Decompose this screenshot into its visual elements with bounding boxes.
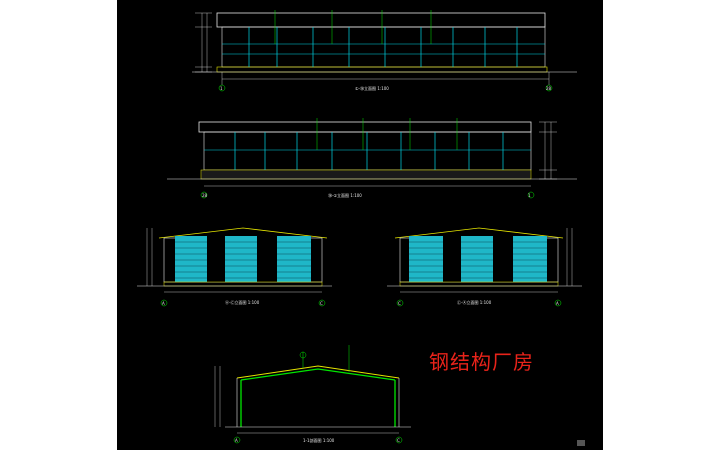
roller-shutter bbox=[277, 236, 311, 282]
cursor-glyph bbox=[577, 440, 585, 446]
detail-marker bbox=[299, 351, 307, 359]
axis-label: 1 bbox=[220, 86, 223, 91]
shutter-slats bbox=[409, 241, 547, 279]
cad-drawing bbox=[137, 10, 585, 446]
roof-fascia bbox=[198, 121, 532, 133]
plinth bbox=[163, 281, 323, 287]
rafter bbox=[240, 368, 396, 381]
view-title-section: 1-1剖面图 1:100 bbox=[303, 438, 335, 443]
axis-label: C bbox=[320, 301, 323, 306]
gable-roof bbox=[158, 227, 328, 239]
axis-marker-left bbox=[396, 299, 404, 307]
wall-outline bbox=[203, 131, 532, 171]
drawing-title: 钢结构厂房 bbox=[429, 350, 534, 374]
columns bbox=[248, 27, 518, 67]
roller-shutter bbox=[461, 236, 493, 282]
left-dimension bbox=[195, 12, 212, 73]
axis-label: 28 bbox=[546, 86, 552, 91]
leaders bbox=[302, 345, 350, 372]
cad-drawing-canvas: ①-㉘立面图 1:100 ㉘-①立面图 1:100 Ⓐ-Ⓒ立面图 1:100 Ⓒ… bbox=[117, 0, 603, 450]
elevation-a-c bbox=[137, 227, 332, 307]
axis-label: C bbox=[397, 438, 400, 443]
view-title-elev-d: Ⓒ-Ⓐ立面图 1:100 bbox=[457, 300, 492, 305]
roof-line bbox=[236, 365, 400, 379]
left-dimension bbox=[214, 366, 221, 427]
plinth-hatch bbox=[200, 169, 532, 180]
plinth bbox=[216, 66, 548, 73]
axis-marker-left bbox=[218, 84, 226, 92]
right-dimension bbox=[539, 121, 557, 180]
elevation-1-28 bbox=[192, 10, 577, 92]
axis-marker-right bbox=[395, 436, 403, 444]
axis-label: A bbox=[235, 438, 238, 443]
axis-marker-right bbox=[318, 299, 326, 307]
leaders bbox=[274, 10, 432, 44]
elevation-28-1 bbox=[167, 118, 577, 199]
left-dimension bbox=[146, 228, 153, 286]
roller-shutter bbox=[409, 236, 443, 282]
leaders bbox=[316, 118, 458, 150]
axis-marker-right bbox=[527, 191, 535, 199]
plinth bbox=[399, 281, 559, 287]
section-1-1 bbox=[214, 345, 411, 444]
wall-outline bbox=[221, 26, 546, 68]
roller-shutter bbox=[225, 236, 257, 282]
axis-label: C bbox=[398, 301, 401, 306]
axis-label: 28 bbox=[202, 193, 208, 198]
roof-fascia bbox=[216, 12, 546, 28]
axis-marker-left bbox=[200, 191, 208, 199]
view-title-elev-c: Ⓐ-Ⓒ立面图 1:100 bbox=[225, 300, 260, 305]
shutter-slats bbox=[175, 241, 311, 279]
elevation-c-a bbox=[387, 227, 582, 307]
roller-shutter bbox=[513, 236, 547, 282]
axis-label: A bbox=[162, 301, 165, 306]
axis-marker-right bbox=[545, 84, 553, 92]
axis-marker-left bbox=[233, 436, 241, 444]
axis-label: A bbox=[556, 301, 559, 306]
columns bbox=[234, 132, 504, 170]
axis-marker-left bbox=[160, 299, 168, 307]
right-dimension bbox=[566, 228, 573, 286]
axis-marker-right bbox=[554, 299, 562, 307]
view-title-elev-a: ①-㉘立面图 1:100 bbox=[355, 86, 389, 91]
axis-label: 1 bbox=[528, 193, 531, 198]
gable-roof bbox=[394, 227, 564, 239]
view-title-elev-b: ㉘-①立面图 1:100 bbox=[328, 193, 362, 198]
roller-shutter bbox=[175, 236, 207, 282]
